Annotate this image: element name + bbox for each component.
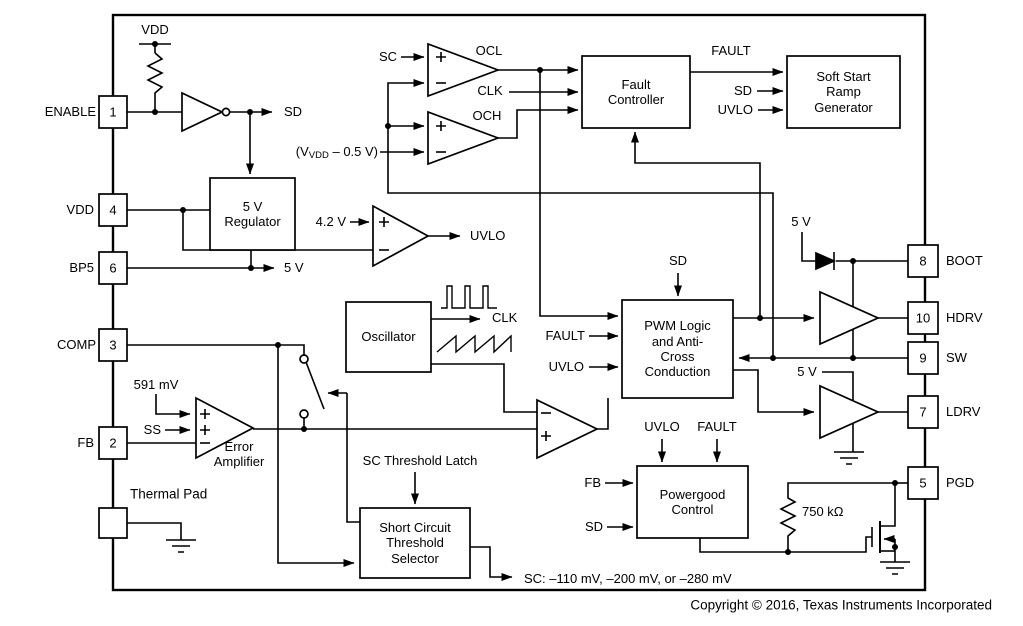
clk-fault-label: CLK bbox=[477, 82, 503, 98]
pin-label-enable: ENABLE bbox=[44, 103, 96, 119]
regulator-block bbox=[209, 177, 296, 251]
fault-to-powergood-label: FAULT bbox=[697, 418, 737, 434]
ocl-label: OCL bbox=[475, 42, 503, 58]
clock-waveform bbox=[441, 285, 497, 309]
resistor-750k-label: 750 kΩ bbox=[802, 503, 844, 519]
copyright-text: Copyright © 2016, Texas Instruments Inco… bbox=[690, 597, 992, 613]
error-amplifier-label: Error Amplifier bbox=[213, 438, 265, 469]
och-label: OCH bbox=[472, 107, 502, 123]
pin-number-10: 10 bbox=[915, 310, 931, 326]
uvlo-to-softstart-label: UVLO bbox=[717, 101, 753, 117]
pin-number-5: 5 bbox=[919, 475, 927, 491]
ramp-waveform bbox=[436, 334, 512, 354]
oscillator-block bbox=[345, 301, 432, 373]
pin-number-7: 7 bbox=[919, 404, 927, 420]
boot-diode bbox=[815, 251, 837, 271]
sd-to-pwm-label: SD bbox=[668, 252, 688, 268]
inverter-bubble bbox=[221, 107, 231, 117]
fault-controller-label: Fault Controller bbox=[607, 76, 665, 107]
pin-number-4: 4 bbox=[109, 202, 117, 218]
sc-threshold-latch-label: SC Threshold Latch bbox=[362, 452, 478, 468]
sd-to-powergood-label: SD bbox=[584, 518, 603, 534]
pin-number-1: 1 bbox=[109, 104, 117, 120]
sc-selector-label: Short Circuit Threshold Selector bbox=[379, 520, 451, 566]
regulator-label: 5 V Regulator bbox=[224, 198, 281, 229]
pwm-comparator bbox=[536, 398, 599, 460]
soft-start-block bbox=[786, 55, 901, 129]
pin-label-ldrv: LDRV bbox=[946, 403, 981, 419]
sd-to-softstart-label: SD bbox=[733, 82, 752, 98]
sw-sense-line bbox=[387, 126, 774, 358]
pin-label-pgd: PGD bbox=[946, 474, 975, 490]
switch-terminal bbox=[299, 354, 309, 364]
pin-boxes bbox=[98, 95, 939, 539]
hdrv-driver bbox=[819, 290, 881, 346]
pin-label-boot: BOOT bbox=[946, 252, 983, 268]
pin-number-8: 8 bbox=[919, 253, 927, 269]
pwm-logic-label: PWM Logic and Anti-Cross Conduction bbox=[644, 318, 711, 380]
polarity-marks bbox=[200, 52, 551, 444]
ss-input-label: SS bbox=[143, 421, 161, 437]
pin-number-6: 6 bbox=[109, 260, 117, 276]
sc-selector-block bbox=[359, 507, 471, 579]
ref-591mv-label: 591 mV bbox=[133, 376, 179, 392]
pullup-resistor bbox=[146, 52, 164, 112]
pin-label-hdrv: HDRV bbox=[946, 309, 983, 325]
fault-signal-label: FAULT bbox=[711, 42, 751, 58]
vvdd-threshold-label: (VVDD – 0.5 V) bbox=[295, 143, 378, 161]
soft-start-label: Soft Start Ramp Generator bbox=[814, 69, 873, 115]
sc-input-label: SC bbox=[378, 48, 397, 64]
uvlo-to-powergood-label: UVLO bbox=[644, 418, 680, 434]
sd-output-label: SD bbox=[284, 103, 303, 119]
error-amplifier-symbol bbox=[195, 396, 255, 460]
fb-to-powergood-label: FB bbox=[584, 474, 601, 490]
powergood-block bbox=[636, 465, 749, 539]
pin-number-2: 2 bbox=[109, 435, 117, 451]
components bbox=[98, 42, 939, 579]
pin-label-comp: COMP bbox=[57, 336, 96, 352]
thermal-pad-label: Thermal Pad bbox=[130, 486, 208, 502]
boot-5v-label: 5 V bbox=[791, 213, 811, 229]
thermal-pad-box bbox=[98, 507, 128, 539]
pin-label-fb: FB bbox=[77, 434, 94, 450]
oscillator-label: Oscillator bbox=[361, 329, 416, 345]
hdrv-fault-feedback bbox=[631, 131, 761, 318]
ldrv-driver bbox=[819, 384, 881, 440]
powergood-label: Powergood Control bbox=[659, 486, 726, 517]
clk-osc-label: CLK bbox=[492, 309, 518, 325]
uvlo-output-label: UVLO bbox=[470, 227, 506, 243]
vdd-pullup-label: VDD bbox=[141, 21, 169, 37]
pin-label-sw: SW bbox=[946, 349, 967, 365]
pin-number-9: 9 bbox=[919, 350, 927, 366]
ref-4v2-label: 4.2 V bbox=[315, 213, 346, 229]
sc-thresholds-label: SC: –110 mV, –200 mV, or –280 mV bbox=[524, 570, 732, 586]
pin-label-vdd: VDD bbox=[66, 201, 94, 217]
fault-to-pwm-label: FAULT bbox=[545, 327, 586, 343]
pin-label-bp5: BP5 bbox=[69, 259, 94, 275]
bp5-5v-label: 5 V bbox=[284, 259, 304, 275]
pgd-resistor bbox=[779, 482, 895, 552]
ground-symbol bbox=[166, 451, 910, 575]
switch-arm bbox=[305, 361, 325, 410]
och-comparator bbox=[427, 110, 501, 166]
ldrv-5v-label: 5 V bbox=[797, 363, 817, 379]
fault-controller-block bbox=[581, 55, 691, 129]
uvlo-comparator bbox=[372, 204, 430, 268]
pin-number-3: 3 bbox=[109, 337, 117, 353]
wires bbox=[127, 43, 910, 581]
pwm-logic-block bbox=[621, 299, 734, 399]
uvlo-to-pwm-label: UVLO bbox=[548, 358, 584, 374]
enable-inverter bbox=[181, 91, 224, 133]
switch-terminal bbox=[299, 409, 309, 419]
junction-dots bbox=[152, 41, 898, 555]
